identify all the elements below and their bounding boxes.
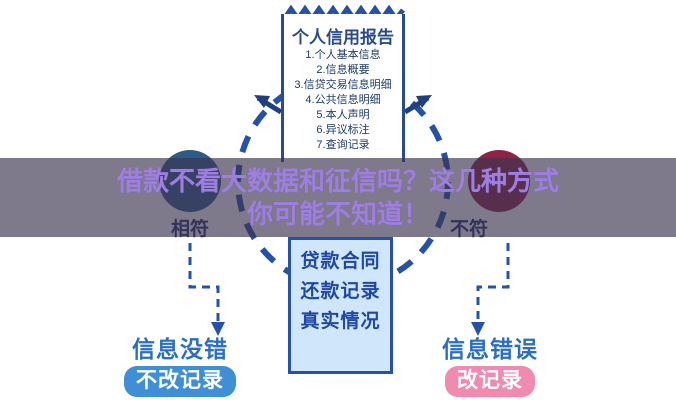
report-title: 个人信用报告 — [292, 28, 394, 47]
arrow-left-icon — [254, 95, 283, 115]
list-item: 4.公共信息明细 — [305, 94, 381, 106]
loan-facts-card: 贷款合同 还款记录 真实情况 — [288, 237, 393, 374]
report-item-list: 1.个人基本信息 2.信息概要 3.信贷交易信息明细 4.公共信息明细 5.本人… — [275, 48, 411, 153]
outcome-right-pill: 改记录 — [445, 366, 535, 397]
outcome-right-heading: 信息错误 — [442, 336, 538, 362]
outcome-left-heading: 信息没错 — [132, 336, 228, 362]
outcome-right: 信息错误 改记录 — [400, 335, 580, 397]
arrow-right-icon — [403, 95, 432, 115]
outcome-left-pill: 不改记录 — [124, 366, 236, 397]
list-item: 1.个人基本信息 — [305, 49, 381, 61]
credit-report-card — [281, 14, 405, 162]
overlay-banner — [0, 158, 676, 237]
loan-fact-line: 贷款合同 — [300, 251, 381, 272]
list-item: 5.本人声明 — [316, 109, 370, 121]
connector-right — [471, 243, 510, 336]
list-item: 6.异议标注 — [316, 124, 370, 136]
list-item: 2.信息概要 — [316, 64, 370, 76]
list-item: 3.信贷交易信息明细 — [294, 79, 392, 91]
loan-fact-line: 真实情况 — [300, 311, 381, 332]
outcome-left: 信息没错 不改记录 — [90, 335, 270, 397]
loan-fact-line: 还款记录 — [300, 281, 381, 302]
list-item: 7.查询记录 — [316, 139, 370, 151]
connector-left — [188, 243, 225, 336]
